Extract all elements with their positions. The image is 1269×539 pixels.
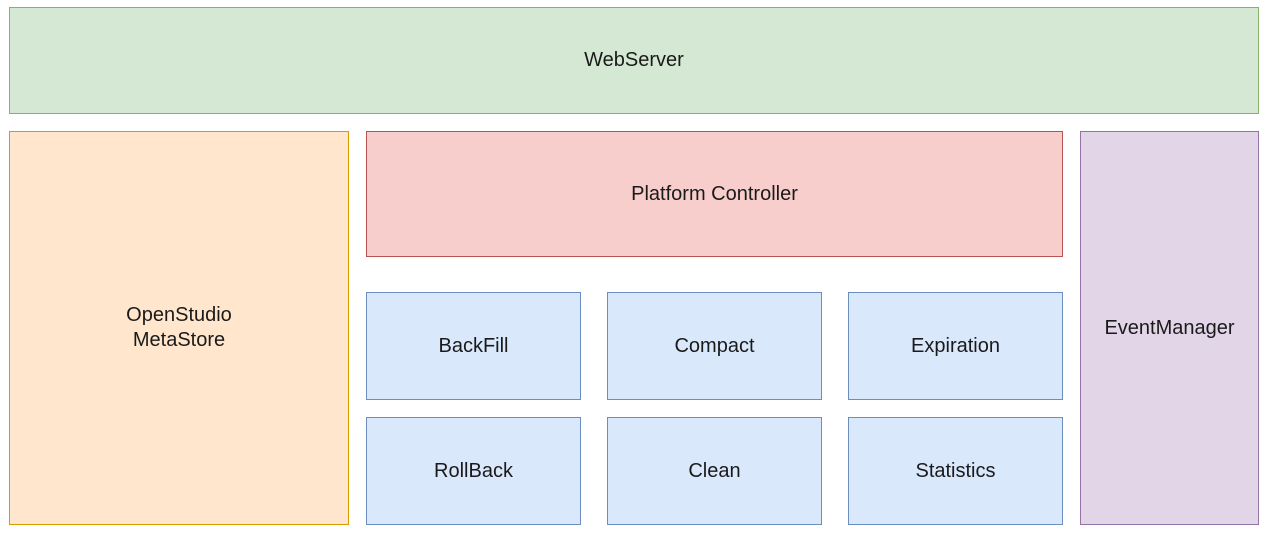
metastore-block: OpenStudio MetaStore [9, 131, 349, 525]
event-manager-block: EventManager [1080, 131, 1259, 525]
platform-controller-block: Platform Controller [366, 131, 1063, 257]
clean-block: Clean [607, 417, 822, 525]
clean-label: Clean [688, 459, 741, 482]
backfill-label: BackFill [438, 334, 509, 357]
statistics-label: Statistics [915, 459, 996, 482]
expiration-block: Expiration [848, 292, 1063, 400]
webserver-block: WebServer [9, 7, 1259, 114]
platform-controller-label: Platform Controller [631, 182, 798, 205]
webserver-label: WebServer [584, 49, 684, 71]
event-manager-label: EventManager [1104, 316, 1235, 339]
metastore-label: OpenStudio MetaStore [126, 304, 232, 351]
statistics-block: Statistics [848, 417, 1063, 525]
rollback-label: RollBack [434, 459, 513, 482]
expiration-label: Expiration [911, 334, 1000, 357]
compact-label: Compact [674, 334, 755, 357]
backfill-block: BackFill [366, 292, 581, 400]
rollback-block: RollBack [366, 417, 581, 525]
compact-block: Compact [607, 292, 822, 400]
